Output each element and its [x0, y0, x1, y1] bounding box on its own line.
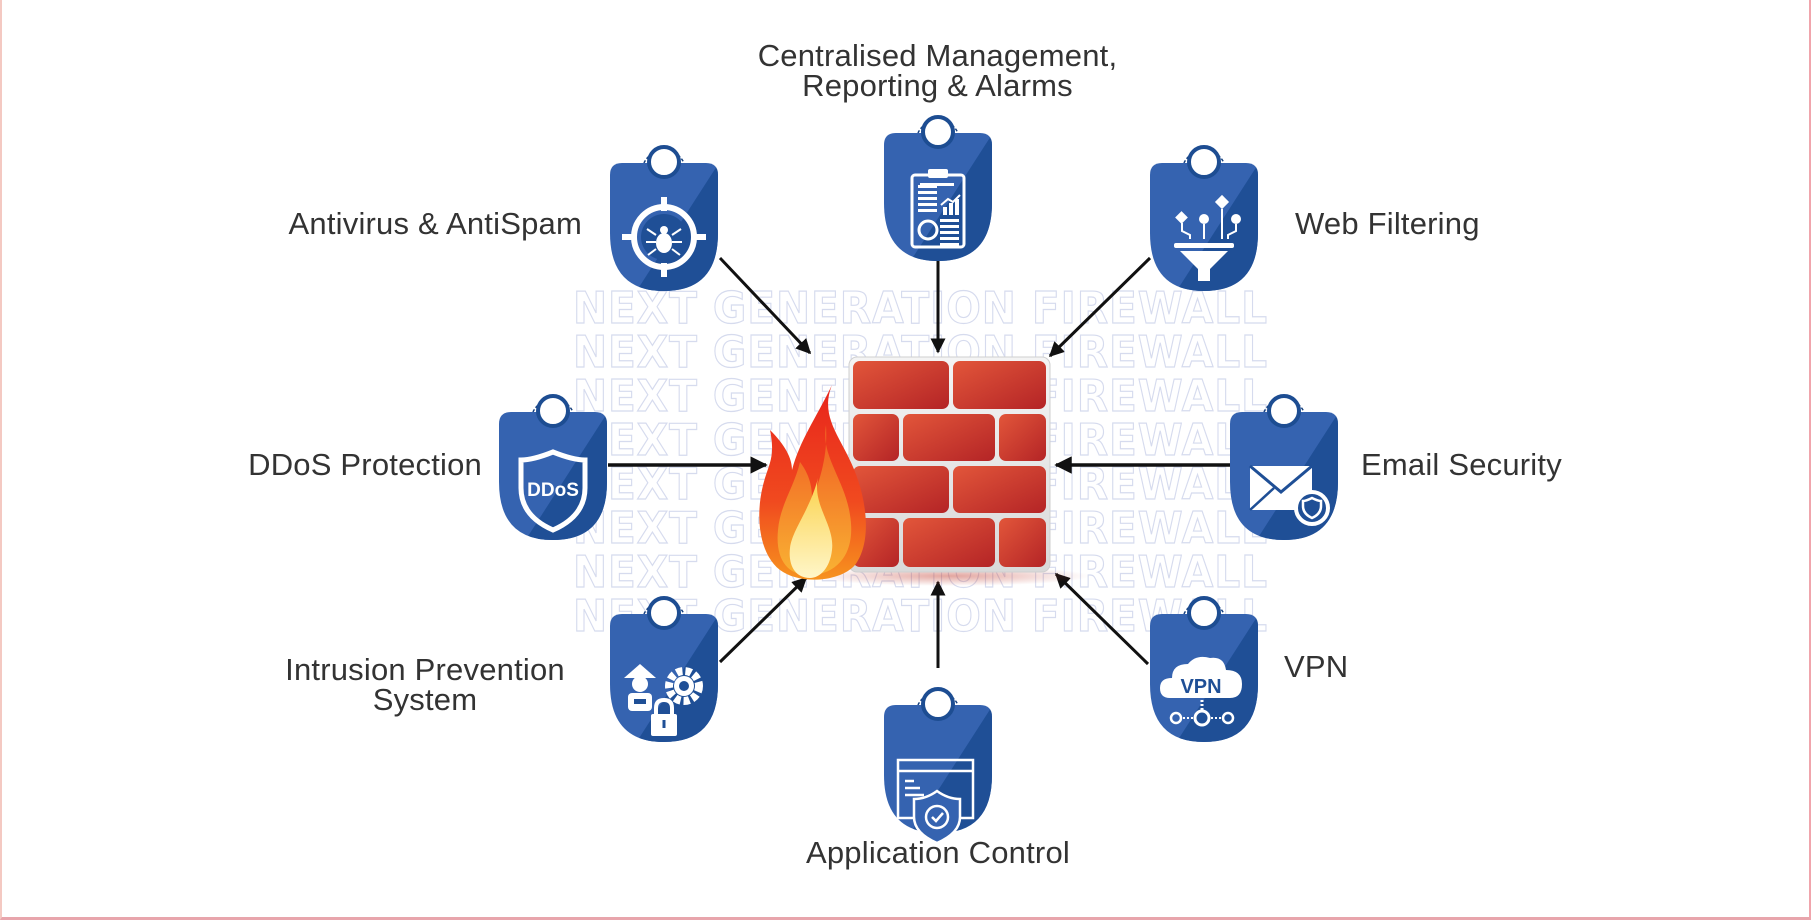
label-line: Email Security: [1361, 447, 1562, 482]
label-line: Application Control: [805, 835, 1070, 870]
arrow-vpn: [1054, 572, 1150, 666]
label-line: System: [372, 682, 478, 717]
label-line: Intrusion Prevention: [285, 652, 565, 687]
arrow-antivirus: [718, 256, 812, 355]
badge-web-filtering: [1150, 145, 1258, 291]
arrow-web-filtering: [1048, 256, 1152, 358]
flame-icon: [759, 385, 866, 580]
arrow-ips: [718, 576, 808, 664]
badge-app-control: [884, 687, 992, 845]
window-shield-check-icon: [896, 758, 975, 845]
watermark-line: NEXT GENERATION FIREWALL: [573, 283, 1268, 334]
arrows-group: [608, 256, 1230, 668]
label-line: VPN: [1284, 649, 1349, 684]
badge-ddos: DDoS: [499, 394, 607, 540]
badge-central-management: [884, 115, 992, 261]
label-web-filtering: Web Filtering: [1295, 206, 1555, 241]
badge-hanger-ring: [1187, 145, 1221, 179]
ddos-icon-text: DDoS: [527, 480, 579, 501]
label-line: Web Filtering: [1295, 206, 1480, 241]
label-antivirus: Antivirus & AntiSpam: [236, 206, 582, 241]
badge-shape: [499, 412, 607, 540]
bug-crosshair-icon: [622, 197, 706, 277]
label-central-management: Centralised Management, Reporting & Alar…: [700, 38, 1175, 103]
label-line: Reporting & Alarms: [802, 68, 1073, 103]
label-line: DDoS Protection: [248, 447, 482, 482]
label-email-security: Email Security: [1361, 447, 1621, 482]
badge-hanger-ring: [536, 394, 570, 428]
badge-email-security: [1230, 394, 1338, 540]
vpn-icon-text: VPN: [1180, 676, 1221, 698]
label-line: Centralised Management,: [757, 38, 1118, 73]
firewall-brick-wall-icon: [810, 356, 1090, 586]
badge-ips: [610, 596, 718, 742]
badge-hanger-ring: [921, 115, 955, 149]
badge-hanger-ring: [647, 145, 681, 179]
badge-hanger-ring: [921, 687, 955, 721]
badge-hanger-ring: [1187, 596, 1221, 630]
label-app-control: Application Control: [740, 835, 1136, 870]
badge-hanger-ring: [647, 596, 681, 630]
badge-vpn: VPN: [1150, 596, 1258, 742]
label-line: Antivirus & AntiSpam: [288, 206, 582, 241]
badge-shape: [884, 133, 992, 261]
badge-hanger-ring: [1267, 394, 1301, 428]
label-ddos: DDoS Protection: [200, 447, 482, 482]
badge-antivirus: [610, 145, 718, 291]
clipboard-report-icon: [910, 169, 966, 249]
vpn-cloud-network-icon: VPN: [1160, 656, 1242, 727]
intruder-gear-lock-icon: [624, 664, 703, 736]
ddos-shield-icon: DDoS: [518, 449, 588, 533]
label-ips: Intrusion Prevention System: [260, 652, 590, 717]
label-vpn: VPN: [1284, 649, 1404, 684]
envelope-shield-icon: [1249, 464, 1330, 526]
